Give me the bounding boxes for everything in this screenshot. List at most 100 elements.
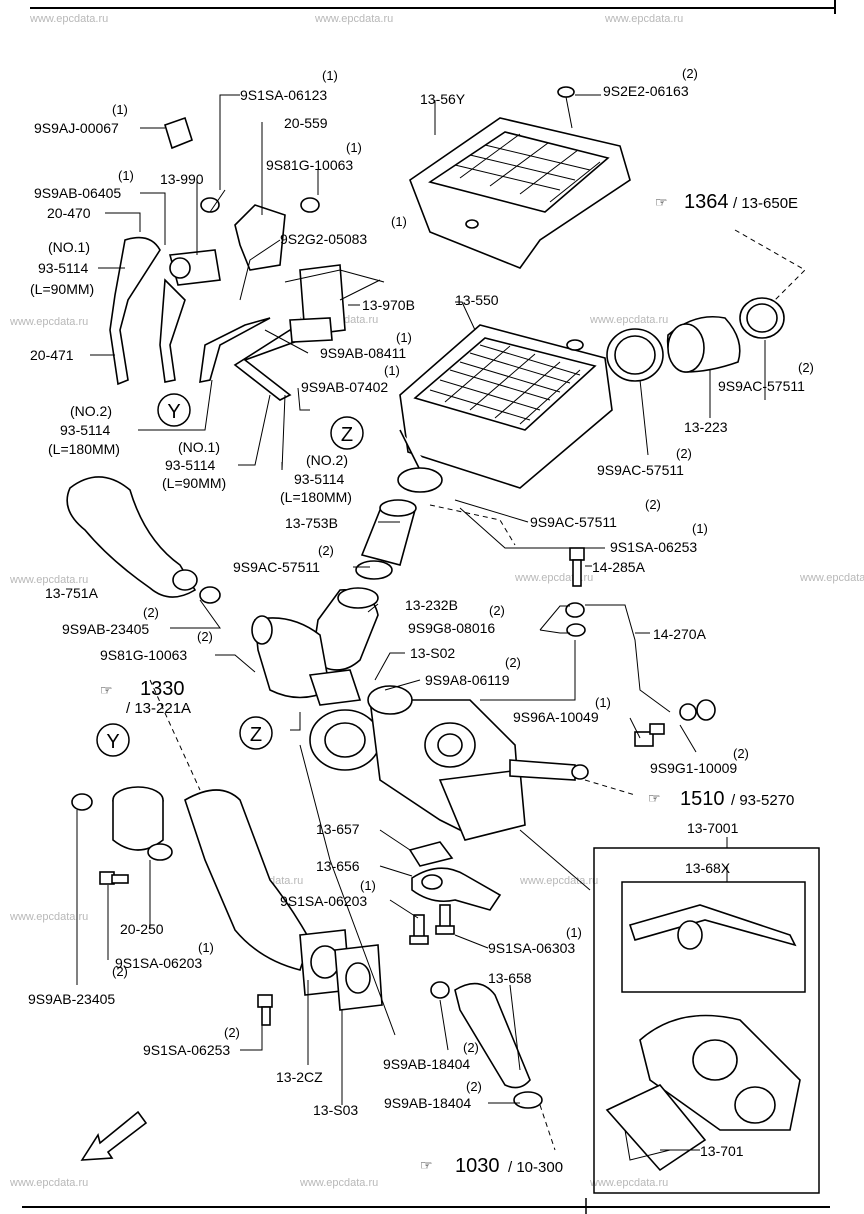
watermark: www.epcdata.ru xyxy=(519,875,598,887)
svg-text:(2): (2) xyxy=(505,655,521,670)
part-label: 20-470 xyxy=(47,205,91,221)
part-label: 13-990 xyxy=(160,171,204,187)
part-label: 9S96A-10049 xyxy=(513,709,599,725)
watermark: www.epcdata.ru xyxy=(299,1177,378,1189)
bolt-icon xyxy=(557,86,575,129)
inset-box xyxy=(593,847,820,1194)
svg-text:(2): (2) xyxy=(463,1040,479,1055)
watermark: www.epcdata.ru xyxy=(9,911,88,923)
part-label: 9S9AJ-00067 xyxy=(34,120,119,136)
bolt-icon xyxy=(409,914,429,945)
part-label: (L=90MM) xyxy=(162,475,226,491)
svg-text:(1): (1) xyxy=(360,878,376,893)
watermark: www.epcdata.ru xyxy=(314,13,393,25)
turbocharger xyxy=(309,685,589,841)
dashed-lines xyxy=(149,229,806,1151)
svg-text:(1): (1) xyxy=(198,940,214,955)
part-label: 9S9A8-06119 xyxy=(425,672,510,688)
svg-text:(2): (2) xyxy=(466,1079,482,1094)
part-label: 13-657 xyxy=(316,821,360,837)
part-label: 9S9AC-57511 xyxy=(718,378,805,394)
part-label: 9S9AB-08411 xyxy=(320,345,406,361)
part-label: 9S1SA-06253 xyxy=(143,1042,230,1058)
bypass-body xyxy=(251,615,362,706)
svg-text:(2): (2) xyxy=(224,1025,240,1040)
part-label: 13-2CZ xyxy=(276,1069,323,1085)
ref-number: 1330 xyxy=(140,678,185,700)
svg-text:(1): (1) xyxy=(391,214,407,229)
ref-code: / 93-5270 xyxy=(731,792,794,809)
svg-text:Y: Y xyxy=(106,731,119,753)
bolt-icon xyxy=(200,189,226,213)
intake-hose xyxy=(355,467,443,580)
svg-text:(1): (1) xyxy=(396,330,412,345)
bolt-icon xyxy=(634,723,665,747)
watermark: www.epcdata.ru xyxy=(9,316,88,328)
oil-pipe xyxy=(565,602,716,721)
svg-text:(1): (1) xyxy=(346,140,362,155)
solenoid-valve xyxy=(168,249,221,286)
part-label: 9S9AB-23405 xyxy=(28,991,115,1007)
part-label: 9S9AB-23405 xyxy=(62,621,149,637)
part-label: 9S9AC-57511 xyxy=(597,462,684,478)
part-label: 93-5114 xyxy=(38,260,89,276)
water-outlet xyxy=(411,867,502,911)
ref-code: / 13-650E xyxy=(733,195,798,212)
part-label: 93-5114 xyxy=(294,471,345,487)
part-label: 20-250 xyxy=(120,921,164,937)
bolt-icon xyxy=(435,904,455,935)
watermark: www.epcdata.ru xyxy=(799,572,864,584)
part-label: (L=90MM) xyxy=(30,281,94,297)
ref-arrow-icon: ☞ xyxy=(648,790,661,806)
svg-text:(1): (1) xyxy=(566,925,582,940)
part-label: 13-701 xyxy=(700,1143,744,1159)
leader-lines xyxy=(76,94,766,1151)
intercooler-cover xyxy=(409,117,631,269)
svg-text:(2): (2) xyxy=(682,66,698,81)
part-label: 9S9AB-18404 xyxy=(384,1095,471,1111)
part-label: 20-471 xyxy=(30,347,74,363)
part-label: (NO.2) xyxy=(70,403,112,419)
svg-text:(1): (1) xyxy=(595,695,611,710)
watermark: www.epcdata.ru xyxy=(9,1177,88,1189)
part-label: 14-270A xyxy=(653,626,707,642)
part-label: 9S9AC-57511 xyxy=(233,559,320,575)
part-label: 13-S03 xyxy=(313,1102,358,1118)
svg-text:(2): (2) xyxy=(318,543,334,558)
water-hose xyxy=(430,981,543,1109)
clip-icon xyxy=(164,116,193,150)
part-label: 13-223 xyxy=(684,419,728,435)
part-label: 9S81G-10063 xyxy=(266,157,353,173)
part-label: 9S2E2-06163 xyxy=(603,83,689,99)
svg-text:(2): (2) xyxy=(676,446,692,461)
part-label: 13-7001 xyxy=(687,820,739,836)
svg-text:(2): (2) xyxy=(197,629,213,644)
watermark: www.epcdata.ru xyxy=(9,574,88,586)
watermark: www.epcdata.ru xyxy=(604,13,683,25)
part-label: 14-285A xyxy=(592,559,646,575)
svg-text:(2): (2) xyxy=(798,360,814,375)
watermark: www.epcdata.ru xyxy=(29,13,108,25)
part-label: 9S9AB-07402 xyxy=(301,379,388,395)
svg-text:(2): (2) xyxy=(489,603,505,618)
solenoid-valve xyxy=(289,264,346,343)
part-label: 13-658 xyxy=(488,970,532,986)
part-label: 93-5114 xyxy=(60,422,111,438)
part-label: 9S2G2-05083 xyxy=(280,231,367,247)
part-label: 13-656 xyxy=(316,858,360,874)
part-label: (NO.1) xyxy=(48,239,90,255)
svg-text:(2): (2) xyxy=(143,605,159,620)
bracket xyxy=(234,204,286,271)
intake-hose xyxy=(66,476,221,604)
part-label: 13-751A xyxy=(45,585,99,601)
svg-text:(1): (1) xyxy=(322,68,338,83)
air-pipe xyxy=(311,587,379,671)
vacuum-actuator xyxy=(112,786,173,861)
watermark: www.epcdata.ru xyxy=(589,1177,668,1189)
part-label: 13-232B xyxy=(405,597,458,613)
hose-clamp-icon xyxy=(71,793,93,811)
part-label: (NO.2) xyxy=(306,452,348,468)
part-label: 13-753B xyxy=(285,515,338,531)
svg-text:Z: Z xyxy=(250,724,262,746)
